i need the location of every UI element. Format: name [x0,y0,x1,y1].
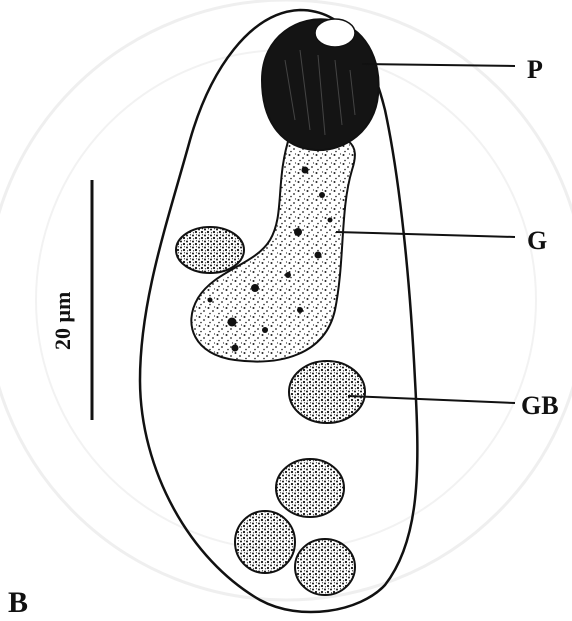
leader-line-p [362,64,515,66]
gb-body-2 [289,361,365,423]
gb-body-3 [276,459,344,517]
panel-letter: B [8,586,28,619]
label-gb: GB [521,391,559,420]
leader-line-g [336,232,515,237]
scale-bar-label: 20 μm [50,292,75,350]
gb-body-4 [235,511,295,573]
gb-body-1 [176,227,244,273]
gb-body-5 [295,539,355,595]
leader-line-gb [348,396,515,403]
label-g: G [527,226,547,255]
label-p: P [527,55,543,84]
p-vacuole [315,19,355,47]
